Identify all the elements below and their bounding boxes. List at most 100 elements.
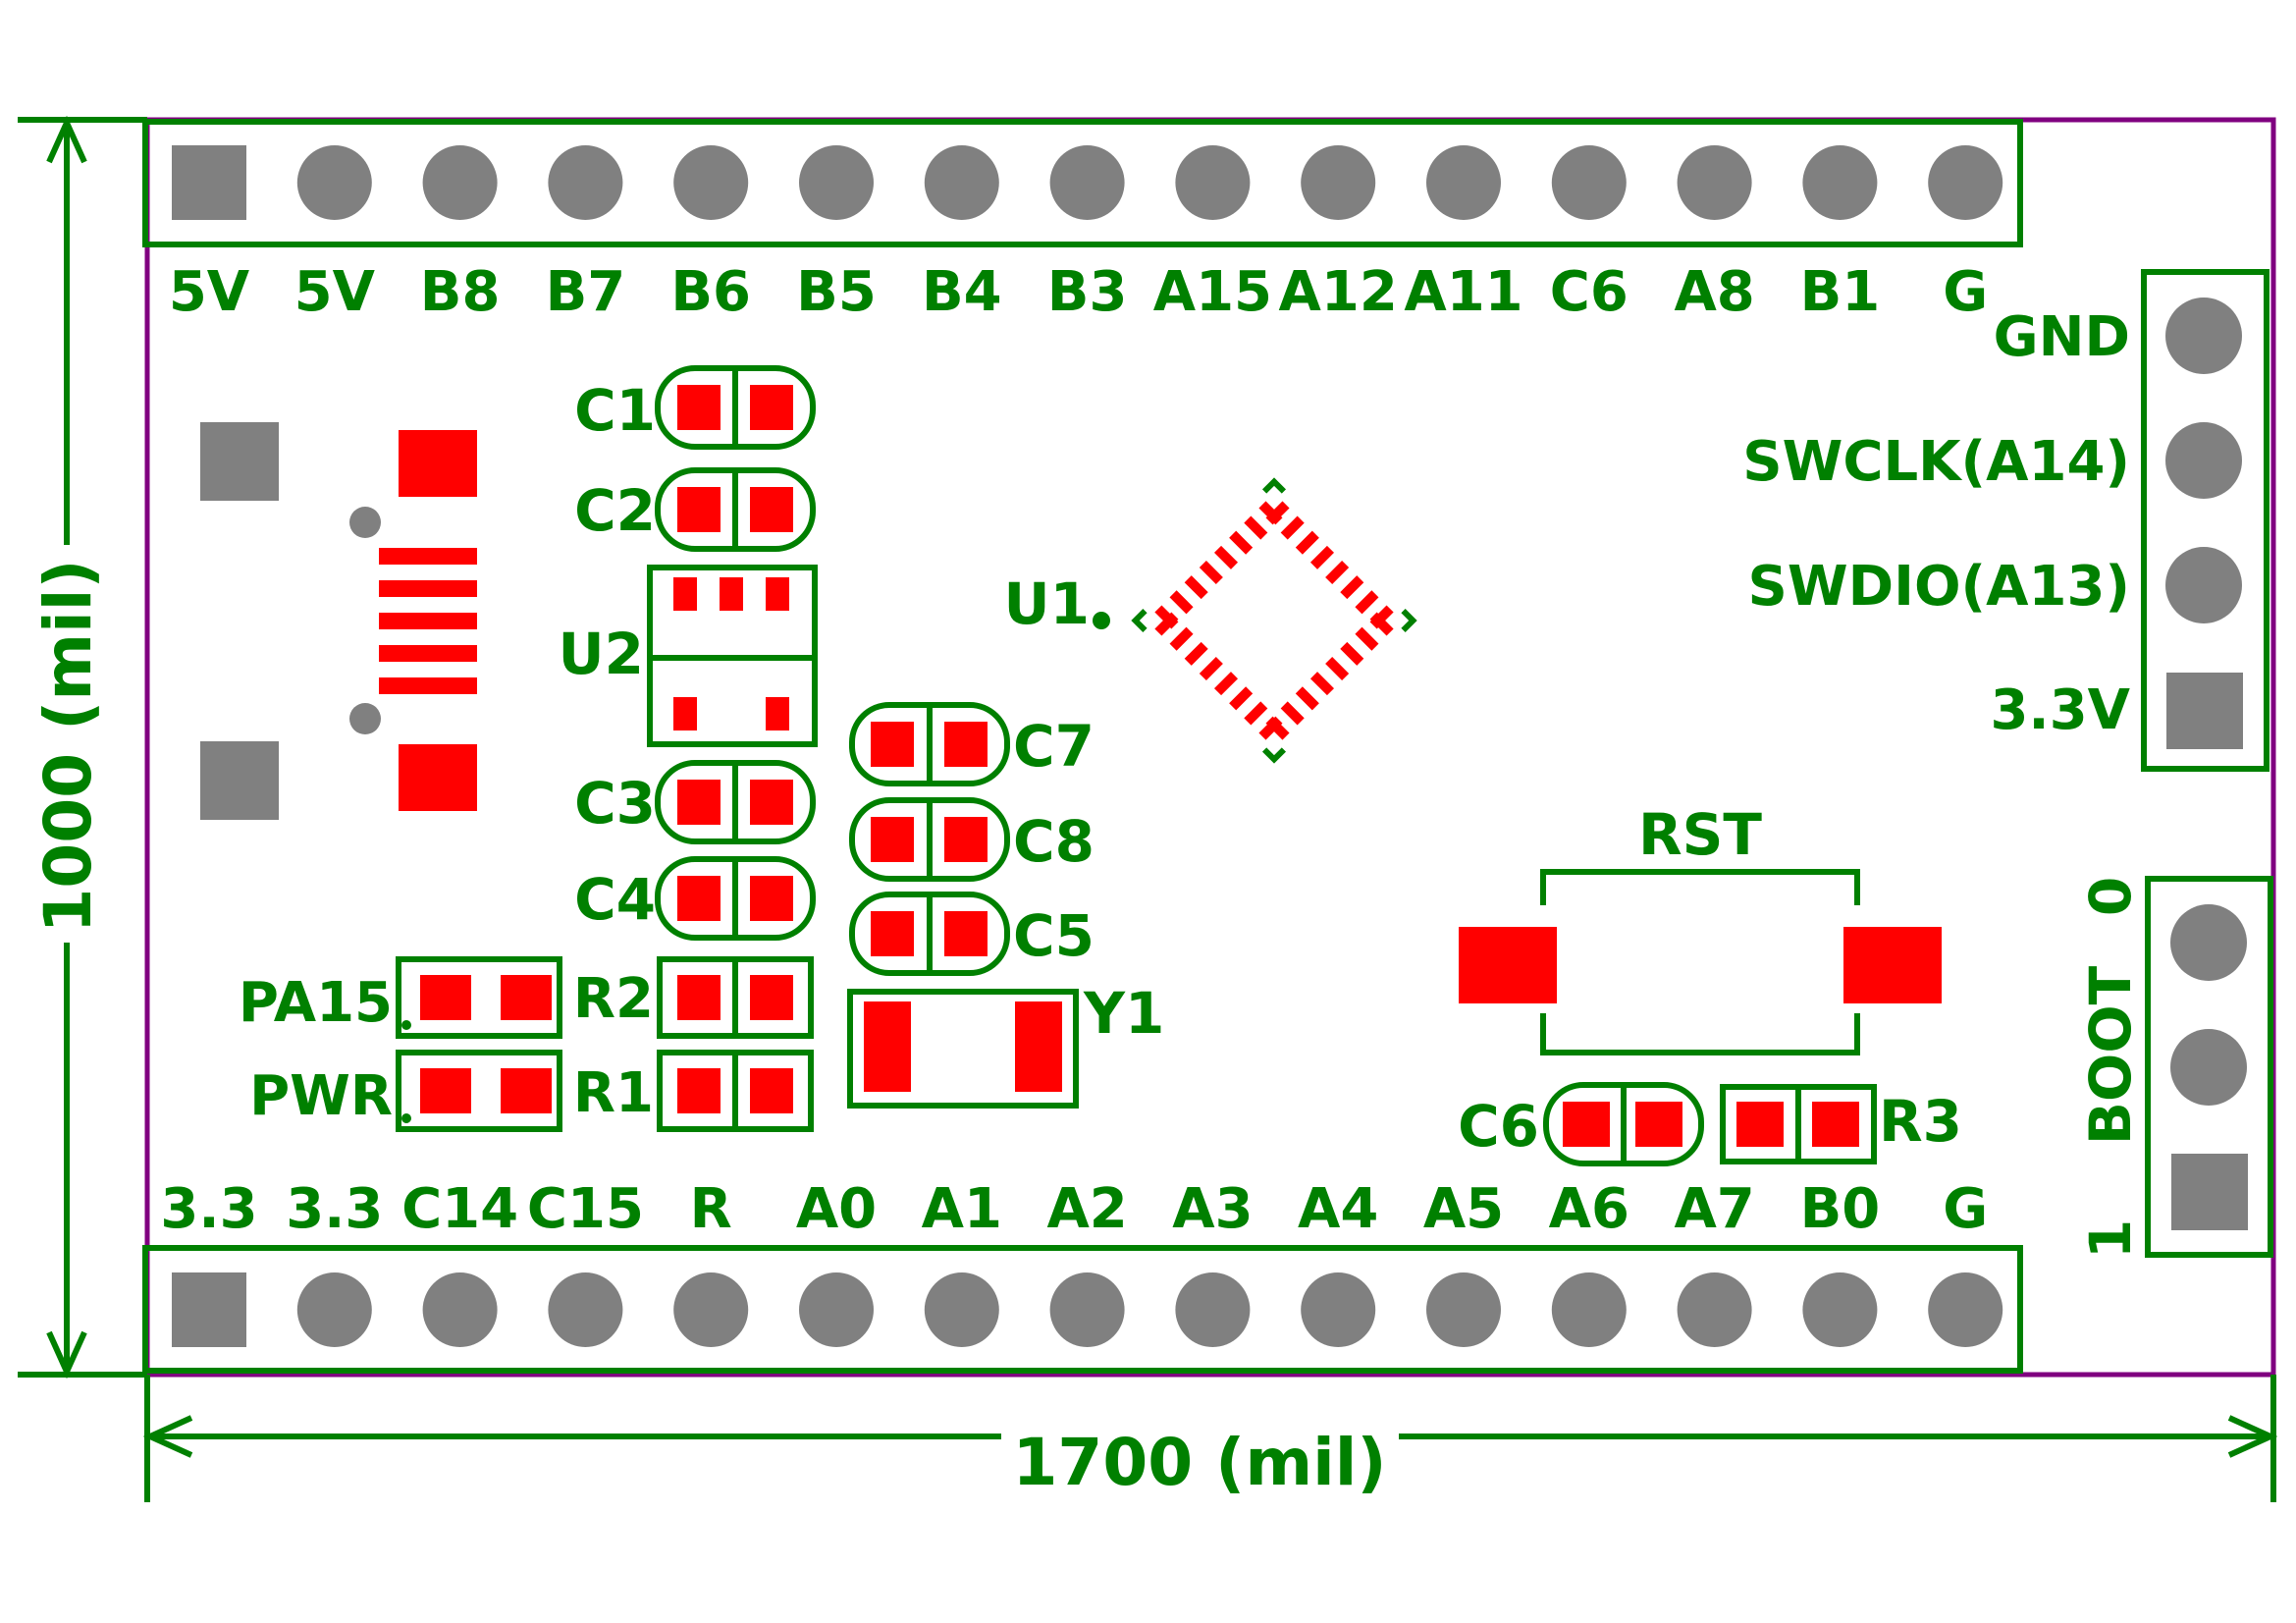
u1-pad [1309, 672, 1335, 696]
c6-label: C6 [1458, 1093, 1539, 1160]
u1-pad [1244, 701, 1268, 726]
u1-pad [1229, 530, 1254, 555]
u1-pin1-marker [1093, 612, 1110, 629]
header-bottom-hole [1426, 1272, 1501, 1347]
resistor-r2: R2 [573, 956, 814, 1039]
u1-pad [1169, 590, 1194, 615]
c3-label: C3 [574, 770, 656, 837]
rst-label: RST [1638, 801, 1762, 868]
resistor-r1: R1 [573, 1050, 814, 1132]
u1-pad [1280, 701, 1305, 726]
header-top-pin-label: B6 [670, 260, 751, 324]
u1-pad [1325, 656, 1350, 681]
header-top-hole [1677, 145, 1752, 220]
header-top-pin-label: B1 [1800, 260, 1881, 324]
header-top-pin-label: G [1943, 260, 1988, 324]
boot-label: BOOT [2077, 965, 2144, 1145]
swd-label-gnd: GND [1994, 305, 2130, 369]
header-bottom-hole [1049, 1272, 1125, 1347]
capacitor-c2: C2 [574, 467, 816, 552]
boot-mark-1: 1 [2077, 1219, 2144, 1259]
u1-pad [1369, 605, 1394, 629]
height-dimension: 1000 (mil) [18, 115, 147, 1380]
header-bottom-pin-label: A7 [1674, 1177, 1754, 1241]
header-top-hole [1301, 145, 1376, 220]
u1-pad [1340, 641, 1364, 666]
u1-pad [1355, 626, 1379, 651]
u1-pad [1229, 686, 1254, 711]
u1-pad [1325, 560, 1350, 585]
c7-label: C7 [1013, 713, 1095, 780]
u1-pad [1295, 686, 1319, 711]
header-bottom-pin-label: A1 [922, 1177, 1002, 1241]
u1-pad [1199, 560, 1223, 585]
u1-pad [1199, 656, 1223, 681]
capacitor-c6: C6 [1458, 1082, 1704, 1166]
led-pwr: PWR [249, 1050, 562, 1132]
height-label: 1000 (mil) [30, 559, 106, 933]
header-top-pin-label: B5 [796, 260, 877, 324]
reset-button-footprint: RST [1459, 801, 1942, 1055]
c4-label: C4 [574, 866, 656, 933]
header-top-hole [548, 145, 623, 220]
u1-pad [1154, 605, 1179, 629]
header-bottom-pin-label: A0 [796, 1177, 877, 1241]
u1-pad [1265, 501, 1290, 525]
header-top-hole [1551, 145, 1627, 220]
header-bottom-hole [548, 1272, 623, 1347]
header-top-hole [799, 145, 874, 220]
header-bottom-hole [1175, 1272, 1251, 1347]
header-top-pin-label: B3 [1047, 260, 1128, 324]
header-bottom-pin-label: B0 [1800, 1177, 1881, 1241]
header-top-pin-label: 5V [169, 260, 250, 324]
led-pa15: PA15 [239, 956, 562, 1039]
header-top-pin-label: A12 [1279, 260, 1398, 324]
header-bottom-hole-square [172, 1272, 246, 1347]
c5-label: C5 [1013, 902, 1095, 969]
crystal-y1: Y1 [847, 980, 1164, 1109]
header-top-pin-label: B7 [546, 260, 626, 324]
header-top-hole [1175, 145, 1251, 220]
swd-header: GND SWCLK(A14) SWDIO(A13) 3.3V [1742, 269, 2269, 772]
capacitor-c7: C7 [849, 702, 1095, 786]
header-bottom-pin-label: A4 [1298, 1177, 1378, 1241]
swd-label-swdio: SWDIO(A13) [1748, 555, 2130, 619]
header-top-hole [422, 145, 498, 220]
header-top-hole [1049, 145, 1125, 220]
capacitor-c3: C3 [574, 760, 816, 844]
u1-pad [1184, 641, 1208, 666]
header-bottom-pin-label: A5 [1423, 1177, 1504, 1241]
u1-pad [1280, 515, 1305, 540]
u1-pad [1258, 716, 1283, 740]
r1-label: R1 [573, 1061, 654, 1125]
swd-label-swclk: SWCLK(A14) [1742, 430, 2130, 494]
u2-label: U2 [559, 621, 644, 687]
header-bottom-pin-label: C14 [401, 1177, 518, 1241]
boot-mark-0: 0 [2077, 877, 2144, 916]
u1-pad [1355, 590, 1379, 615]
header-top-hole [673, 145, 749, 220]
header-bottom-pin-label: 3.3 [286, 1177, 383, 1241]
u1-pad [1213, 545, 1239, 569]
capacitor-c1: C1 [574, 365, 816, 450]
r2-label: R2 [573, 967, 654, 1031]
header-bottom-hole [296, 1272, 372, 1347]
u1-pad [1309, 545, 1335, 569]
width-dimension: 1700 (mil) [142, 1375, 2278, 1502]
capacitor-c5: C5 [849, 892, 1095, 976]
microcontroller-u1: U1 [1004, 477, 1417, 764]
swd-hole-2 [2165, 422, 2242, 499]
header-bottom-pin-label: 3.3 [160, 1177, 257, 1241]
c8-label: C8 [1013, 808, 1095, 875]
header-top-pin-label: C6 [1550, 260, 1629, 324]
c2-label: C2 [574, 477, 656, 544]
top-header-holes [172, 145, 2003, 220]
header-top-hole [1802, 145, 1878, 220]
header-bottom-hole [1928, 1272, 2003, 1347]
header-bottom-pin-label: A6 [1549, 1177, 1629, 1241]
header-top-hole-square [172, 145, 246, 220]
header-bottom-hole [924, 1272, 999, 1347]
